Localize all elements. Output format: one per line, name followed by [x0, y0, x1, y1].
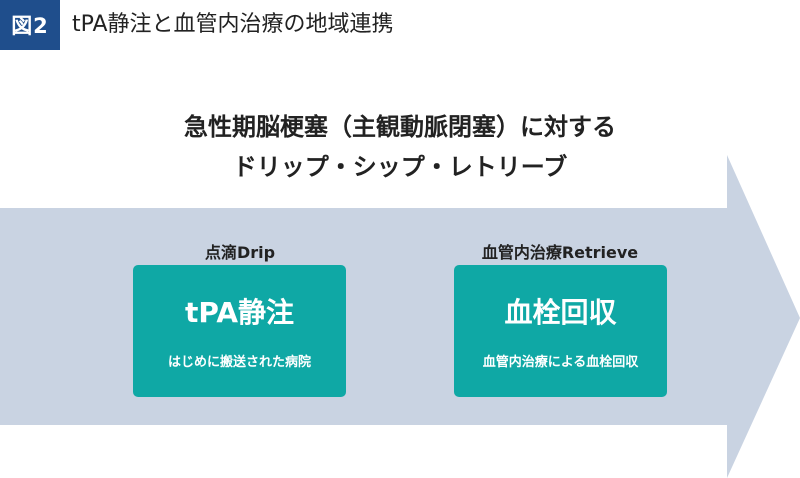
retrieve-card-title: 血栓回収	[504, 296, 617, 329]
main-title-line2: ドリップ・シップ・レトリーブ	[232, 153, 568, 181]
main-title-line1: 急性期脳梗塞（主観動脈閉塞）に対する	[184, 113, 616, 141]
arrow-shape	[0, 155, 800, 478]
figure-badge: 図2	[0, 0, 60, 50]
retrieve-label: 血管内治療Retrieve	[481, 243, 639, 262]
drip-card-title: tPA静注	[184, 296, 294, 329]
figure-title: tPA静注と血管内治療の地域連携	[72, 12, 394, 37]
retrieve-card: 血栓回収 血管内治療による血栓回収	[454, 265, 667, 397]
drip-label: 点滴Drip	[204, 243, 276, 262]
figure-header: 図2 tPA静注と血管内治療の地域連携	[0, 0, 800, 50]
drip-card: tPA静注 はじめに搬送された病院	[133, 265, 346, 397]
retrieve-card-subtitle: 血管内治療による血栓回収	[482, 355, 639, 370]
drip-card-subtitle: はじめに搬送された病院	[167, 355, 311, 370]
